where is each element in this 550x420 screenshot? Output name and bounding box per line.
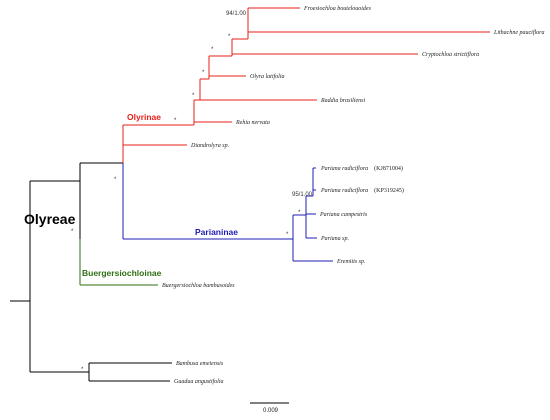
- support-star: *: [174, 118, 177, 124]
- tip-label-pariana-kj871004-accession: (KJ871004): [374, 165, 403, 172]
- scale-bar-label: 0.009: [263, 408, 279, 414]
- clade-labels: Olyreae Olyrinae Parianinae Buergersioch…: [24, 112, 238, 278]
- tip-label-pariana-kp319245-accession: (KP319245): [374, 187, 404, 194]
- support-star: *: [114, 177, 117, 183]
- parianinae-branches: [122, 163, 333, 262]
- clade-label-olyrinae: Olyrinae: [127, 112, 161, 122]
- support-froesiochloa-lithachne: 94/1.00: [226, 11, 247, 17]
- clade-label-parianinae: Parianinae: [195, 227, 238, 237]
- backbone-branches: [10, 162, 172, 382]
- tip-label-pariana-sp: Pariana sp.: [320, 236, 349, 242]
- olyrinae-branches: [122, 7, 490, 163]
- tip-label-bambusa: Bambusa emeiensis: [176, 361, 224, 367]
- tip-label-raddia: Raddia brasiliensi: [320, 98, 366, 104]
- tip-label-rehia: Rehia nervata: [235, 120, 270, 126]
- scale-bar: 0.009: [250, 402, 289, 414]
- tip-label-buergersiochloa: Buergersiochloa bambusoides: [162, 283, 235, 289]
- support-star: *: [81, 367, 84, 373]
- support-star: *: [71, 229, 74, 235]
- support-values: 94/1.00 * * * * * * * * * 95/1.00 *: [71, 11, 313, 373]
- tip-label-eremitis: Eremitis sp.: [336, 259, 365, 265]
- tip-label-diandrolyra: Diandrolyra sp.: [190, 143, 229, 149]
- tip-label-pariana-kp319245: Pariana radiciflora (KP319245): [320, 179, 404, 196]
- support-star: *: [211, 47, 214, 53]
- tip-label-pariana-kj871004-name: Pariana radiciflora: [320, 165, 368, 172]
- clade-label-buergersiochloinae: Buergersiochloinae: [82, 268, 162, 278]
- support-star: *: [228, 34, 231, 40]
- tip-label-cryptochloa: Cryptochloa strictiflora: [422, 51, 479, 58]
- tip-label-pariana-kp319245-name: Pariana radiciflora: [320, 187, 368, 194]
- support-star: *: [202, 70, 205, 76]
- support-star: *: [286, 232, 289, 238]
- buergersiochloinae-branches: [79, 239, 158, 286]
- tip-label-pariana-kj871004: Pariana radiciflora (KJ871004): [320, 157, 403, 174]
- tip-label-olyra: Olyra latifolia: [250, 73, 285, 80]
- support-pariana-radiciflora: 95/1.00: [292, 192, 313, 198]
- clade-label-olyreae: Olyreae: [24, 211, 76, 227]
- tip-label-pariana-campestris: Pariana campestris: [319, 212, 368, 218]
- tip-label-guadua: Guadua angustifolia: [174, 378, 224, 385]
- tip-label-lithachne: Lithachne pauciflora: [493, 29, 545, 36]
- tip-label-froesiochloa: Froesiochloa boutelouoides: [303, 6, 372, 12]
- tip-labels: Froesiochloa boutelouoides Lithachne pau…: [162, 6, 545, 385]
- support-star: *: [192, 93, 195, 99]
- support-star: *: [298, 210, 301, 216]
